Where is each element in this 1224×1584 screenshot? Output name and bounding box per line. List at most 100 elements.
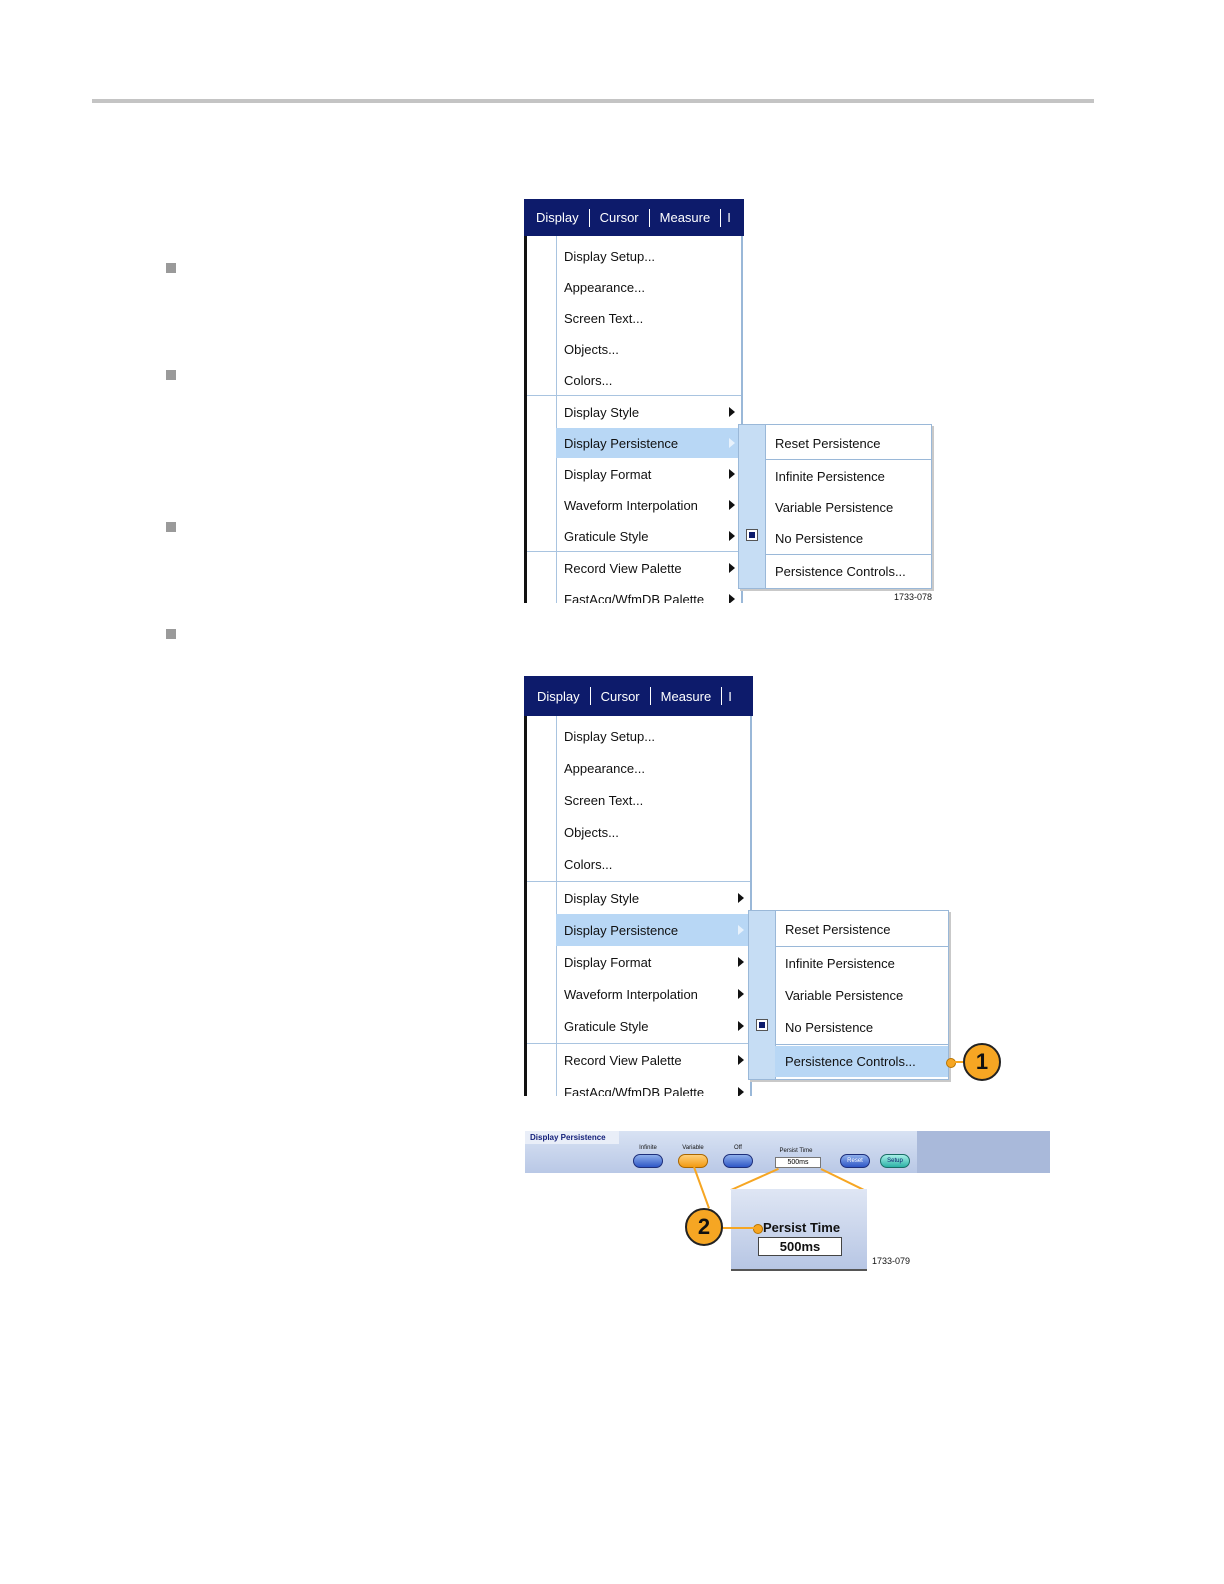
menu-item-label: Record View Palette [564,1052,682,1068]
submenu-arrow-icon [738,989,744,999]
menu-item-label: Graticule Style [564,528,649,544]
variable-label: Variable [682,1145,704,1151]
menu-cursor[interactable]: Cursor [600,688,640,704]
submenu-arrow-icon [729,407,735,417]
menu-item-waveform-interpolation[interactable]: Waveform Interpolation [556,490,741,520]
menu-item-colors[interactable]: Colors... [556,365,741,395]
zoom-persist-time-field[interactable]: 500ms [758,1237,842,1256]
menu-item-objects[interactable]: Objects... [556,334,741,364]
menu-item-appearance[interactable]: Appearance... [556,752,750,784]
menu-bar: Display Cursor Measure I [524,199,744,236]
submenu-item-reset-persistence[interactable]: Reset Persistence [775,914,948,945]
submenu-arrow-icon [729,469,735,479]
submenu-item-label: Variable Persistence [785,988,904,1003]
menu-item-display-setup[interactable]: Display Setup... [556,241,741,271]
submenu-item-label: Persistence Controls... [785,1054,916,1069]
menu-item-screen-text[interactable]: Screen Text... [556,784,750,816]
menu-item-screen-text[interactable]: Screen Text... [556,303,741,333]
top-rule [92,99,1094,103]
menu-item-label: Objects... [564,341,619,357]
variable-button[interactable] [678,1154,708,1168]
menu-item-label: Waveform Interpolation [564,497,698,513]
menu-display[interactable]: Display [536,210,579,225]
menu-divider [527,395,741,396]
display-persistence-control-bar: Display Persistence Infinite Variable Of… [525,1131,1050,1173]
menu-item-label: Display Style [564,890,640,906]
submenu-arrow-icon [729,531,735,541]
submenu-item-infinite-persistence[interactable]: Infinite Persistence [765,461,931,491]
callout-2-anchor [753,1224,763,1234]
submenu-item-persistence-controls[interactable]: Persistence Controls... [775,1046,948,1077]
menu-item-label: Display Persistence [564,435,679,451]
menu-item-fastacq-palette[interactable]: FastAcq/WfmDB Palette [556,1076,750,1096]
bullet-marker [166,629,176,639]
submenu-divider [765,554,931,555]
menu-item-display-persistence[interactable]: Display Persistence [556,428,741,458]
menu-item-display-style[interactable]: Display Style [556,882,750,914]
menu-separator [720,208,722,227]
menu-gutter [527,716,557,1096]
menu-display[interactable]: Display [537,688,580,704]
menu-item-display-format[interactable]: Display Format [556,459,741,489]
menu-item-record-view-palette[interactable]: Record View Palette [556,553,741,583]
menu-item-label: Colors... [564,372,613,388]
menu-measure[interactable]: Measure [660,688,712,704]
menu-next-truncated[interactable]: I [728,688,732,704]
menu-item-display-setup[interactable]: Display Setup... [556,720,750,752]
submenu-item-variable-persistence[interactable]: Variable Persistence [775,980,948,1011]
menu-item-label: Appearance... [564,279,645,295]
menu-item-label: Appearance... [564,760,645,776]
menu-next-truncated[interactable]: I [727,210,731,225]
submenu-item-label: Persistence Controls... [775,563,906,579]
submenu-item-reset-persistence[interactable]: Reset Persistence [765,428,931,458]
callout-2-badge: 2 [685,1208,723,1246]
submenu-item-label: Reset Persistence [785,922,891,937]
submenu-item-variable-persistence[interactable]: Variable Persistence [765,492,931,522]
menu-cursor[interactable]: Cursor [599,210,639,225]
menu-measure[interactable]: Measure [659,210,711,225]
menu-item-objects[interactable]: Objects... [556,816,750,848]
infinite-button[interactable] [633,1154,663,1168]
submenu-item-infinite-persistence[interactable]: Infinite Persistence [775,948,948,979]
menu-item-label: Display Setup... [564,728,656,744]
submenu-gutter [749,911,776,1079]
submenu-item-no-persistence[interactable]: No Persistence [765,523,931,553]
menu-item-colors[interactable]: Colors... [556,848,750,880]
menu-item-display-persistence[interactable]: Display Persistence [556,914,750,946]
submenu-item-persistence-controls[interactable]: Persistence Controls... [765,556,931,586]
submenu-divider [775,1044,948,1045]
bullet-marker [166,522,176,532]
menu-item-display-format[interactable]: Display Format [556,946,750,978]
zoom-persist-time-label: Persist Time [763,1220,841,1235]
submenu-divider [775,946,948,947]
callout-1-badge: 1 [963,1043,1001,1081]
submenu-item-no-persistence[interactable]: No Persistence [775,1012,948,1043]
submenu-arrow-icon [729,500,735,510]
setup-button[interactable]: Setup [880,1154,910,1168]
menu-item-label: Objects... [564,824,619,840]
off-button[interactable] [723,1154,753,1168]
menu-item-label: Display Setup... [564,248,656,264]
checked-box-icon [746,529,758,541]
menu-item-graticule-style[interactable]: Graticule Style [556,521,741,551]
menu-item-label: Display Style [564,404,640,420]
persistence-submenu: Reset Persistence Infinite Persistence V… [748,910,949,1080]
menu-item-appearance[interactable]: Appearance... [556,272,741,302]
persist-time-field[interactable]: 500ms [775,1157,821,1168]
menu-item-label: FastAcq/WfmDB Palette [564,1084,705,1097]
callout-1-leader [952,1061,964,1063]
submenu-arrow-icon [729,594,735,603]
submenu-arrow-icon [738,1021,744,1031]
menu-item-label: Display Persistence [564,922,679,938]
display-menu: Display Setup... Appearance... Screen Te… [524,716,752,1096]
reset-button[interactable]: Reset [840,1154,870,1168]
figure-id: 1733-079 [872,1256,911,1266]
menu-item-display-style[interactable]: Display Style [556,397,741,427]
menu-item-graticule-style[interactable]: Graticule Style [556,1010,750,1042]
menu-item-fastacq-palette[interactable]: FastAcq/WfmDB Palette [556,584,741,603]
menu-item-label: Screen Text... [564,792,644,808]
menu-divider [527,551,741,552]
menu-item-waveform-interpolation[interactable]: Waveform Interpolation [556,978,750,1010]
bullet-marker [166,263,176,273]
menu-item-record-view-palette[interactable]: Record View Palette [556,1044,750,1076]
